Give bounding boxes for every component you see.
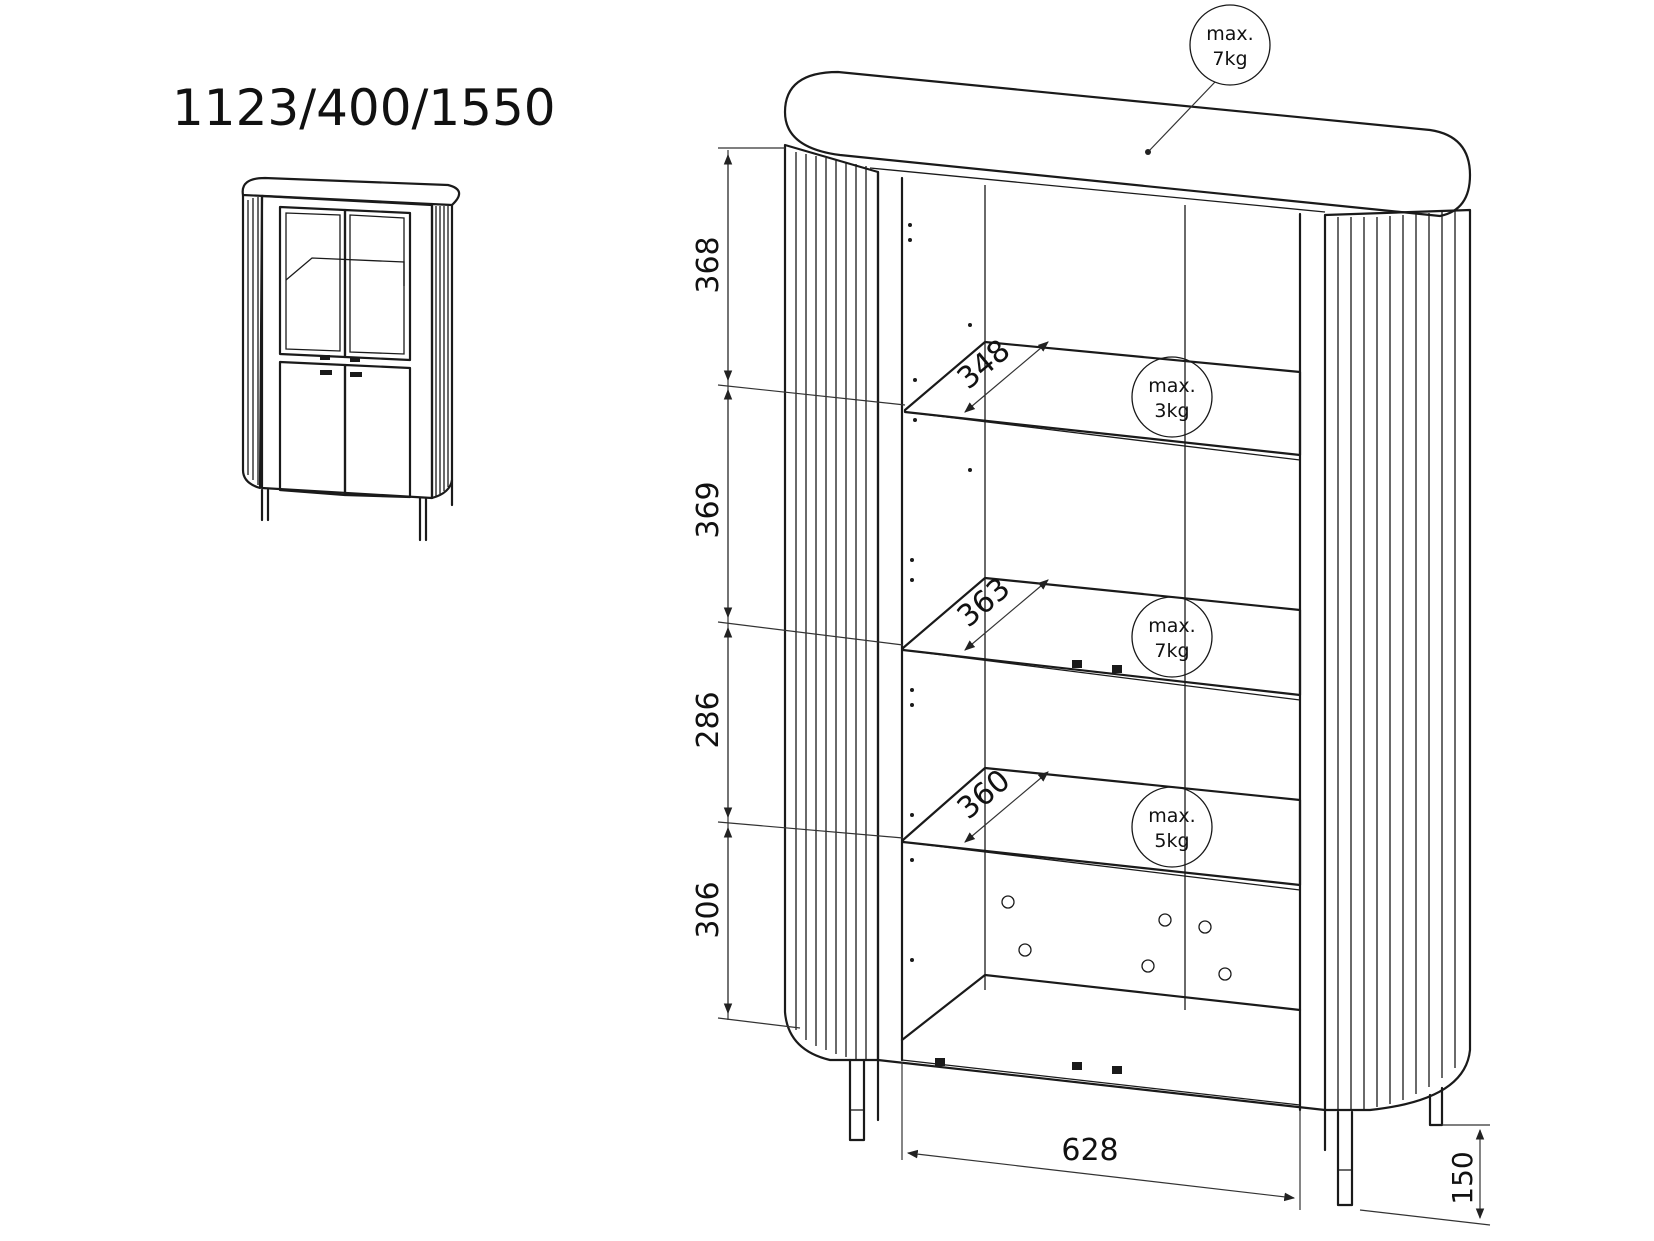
height-label-4: 306 [691, 881, 726, 938]
cabinet-legs [848, 1058, 1444, 1207]
shelf-depth-3: 360 [951, 763, 1017, 827]
shelf-1-load-line1: max. [1148, 375, 1195, 397]
shelf-2-load-line2: 7kg [1154, 640, 1189, 662]
shelf-3-load-badge: max. 5kg [1131, 786, 1213, 868]
thumbnail-fluting-right [435, 206, 449, 496]
shelf-3-load-line2: 5kg [1154, 830, 1189, 852]
top-load-line2: 7kg [1212, 48, 1247, 70]
right-fluting [1337, 211, 1456, 1110]
shelf-1-load-badge: max. 3kg [1131, 356, 1213, 438]
cabinet-top [783, 70, 1472, 218]
cabinet-left-side [783, 143, 880, 1062]
shelf-depth-dimensions: 348 363 360 [951, 333, 1049, 843]
height-dimensions: 368 369 286 306 [691, 147, 906, 1029]
top-load-line1: max. [1206, 23, 1253, 45]
shelf-depth-1: 348 [951, 333, 1017, 397]
leg-height-dimension: 150 [1359, 1124, 1491, 1226]
shelf-pin-holes [908, 223, 972, 962]
width-label: 628 [1061, 1133, 1118, 1168]
shelf-2 [901, 576, 1302, 701]
cabinet-right-side [1323, 208, 1472, 1112]
height-label-1: 368 [691, 236, 726, 293]
shelf-1-load-line2: 3kg [1154, 400, 1189, 422]
height-label-3: 286 [691, 691, 726, 748]
main-cabinet [783, 70, 1472, 1207]
leg-height-label: 150 [1446, 1151, 1479, 1204]
shelf-2-load-badge: max. 7kg [1131, 596, 1213, 678]
left-fluting [795, 152, 867, 1060]
width-dimension: 628 [901, 1062, 1301, 1210]
overall-dimensions-label: 1123/400/1550 [172, 79, 556, 137]
shelf-3 [901, 766, 1302, 891]
thumbnail-cabinet [241, 176, 461, 542]
shelf-3-load-line1: max. [1148, 805, 1195, 827]
back-panel-holes [1001, 895, 1232, 981]
shelf-2-load-line1: max. [1148, 615, 1195, 637]
top-load-badge: max. 7kg [1145, 4, 1271, 155]
thumbnail-fluting-left [247, 197, 259, 485]
height-label-2: 369 [691, 481, 726, 538]
